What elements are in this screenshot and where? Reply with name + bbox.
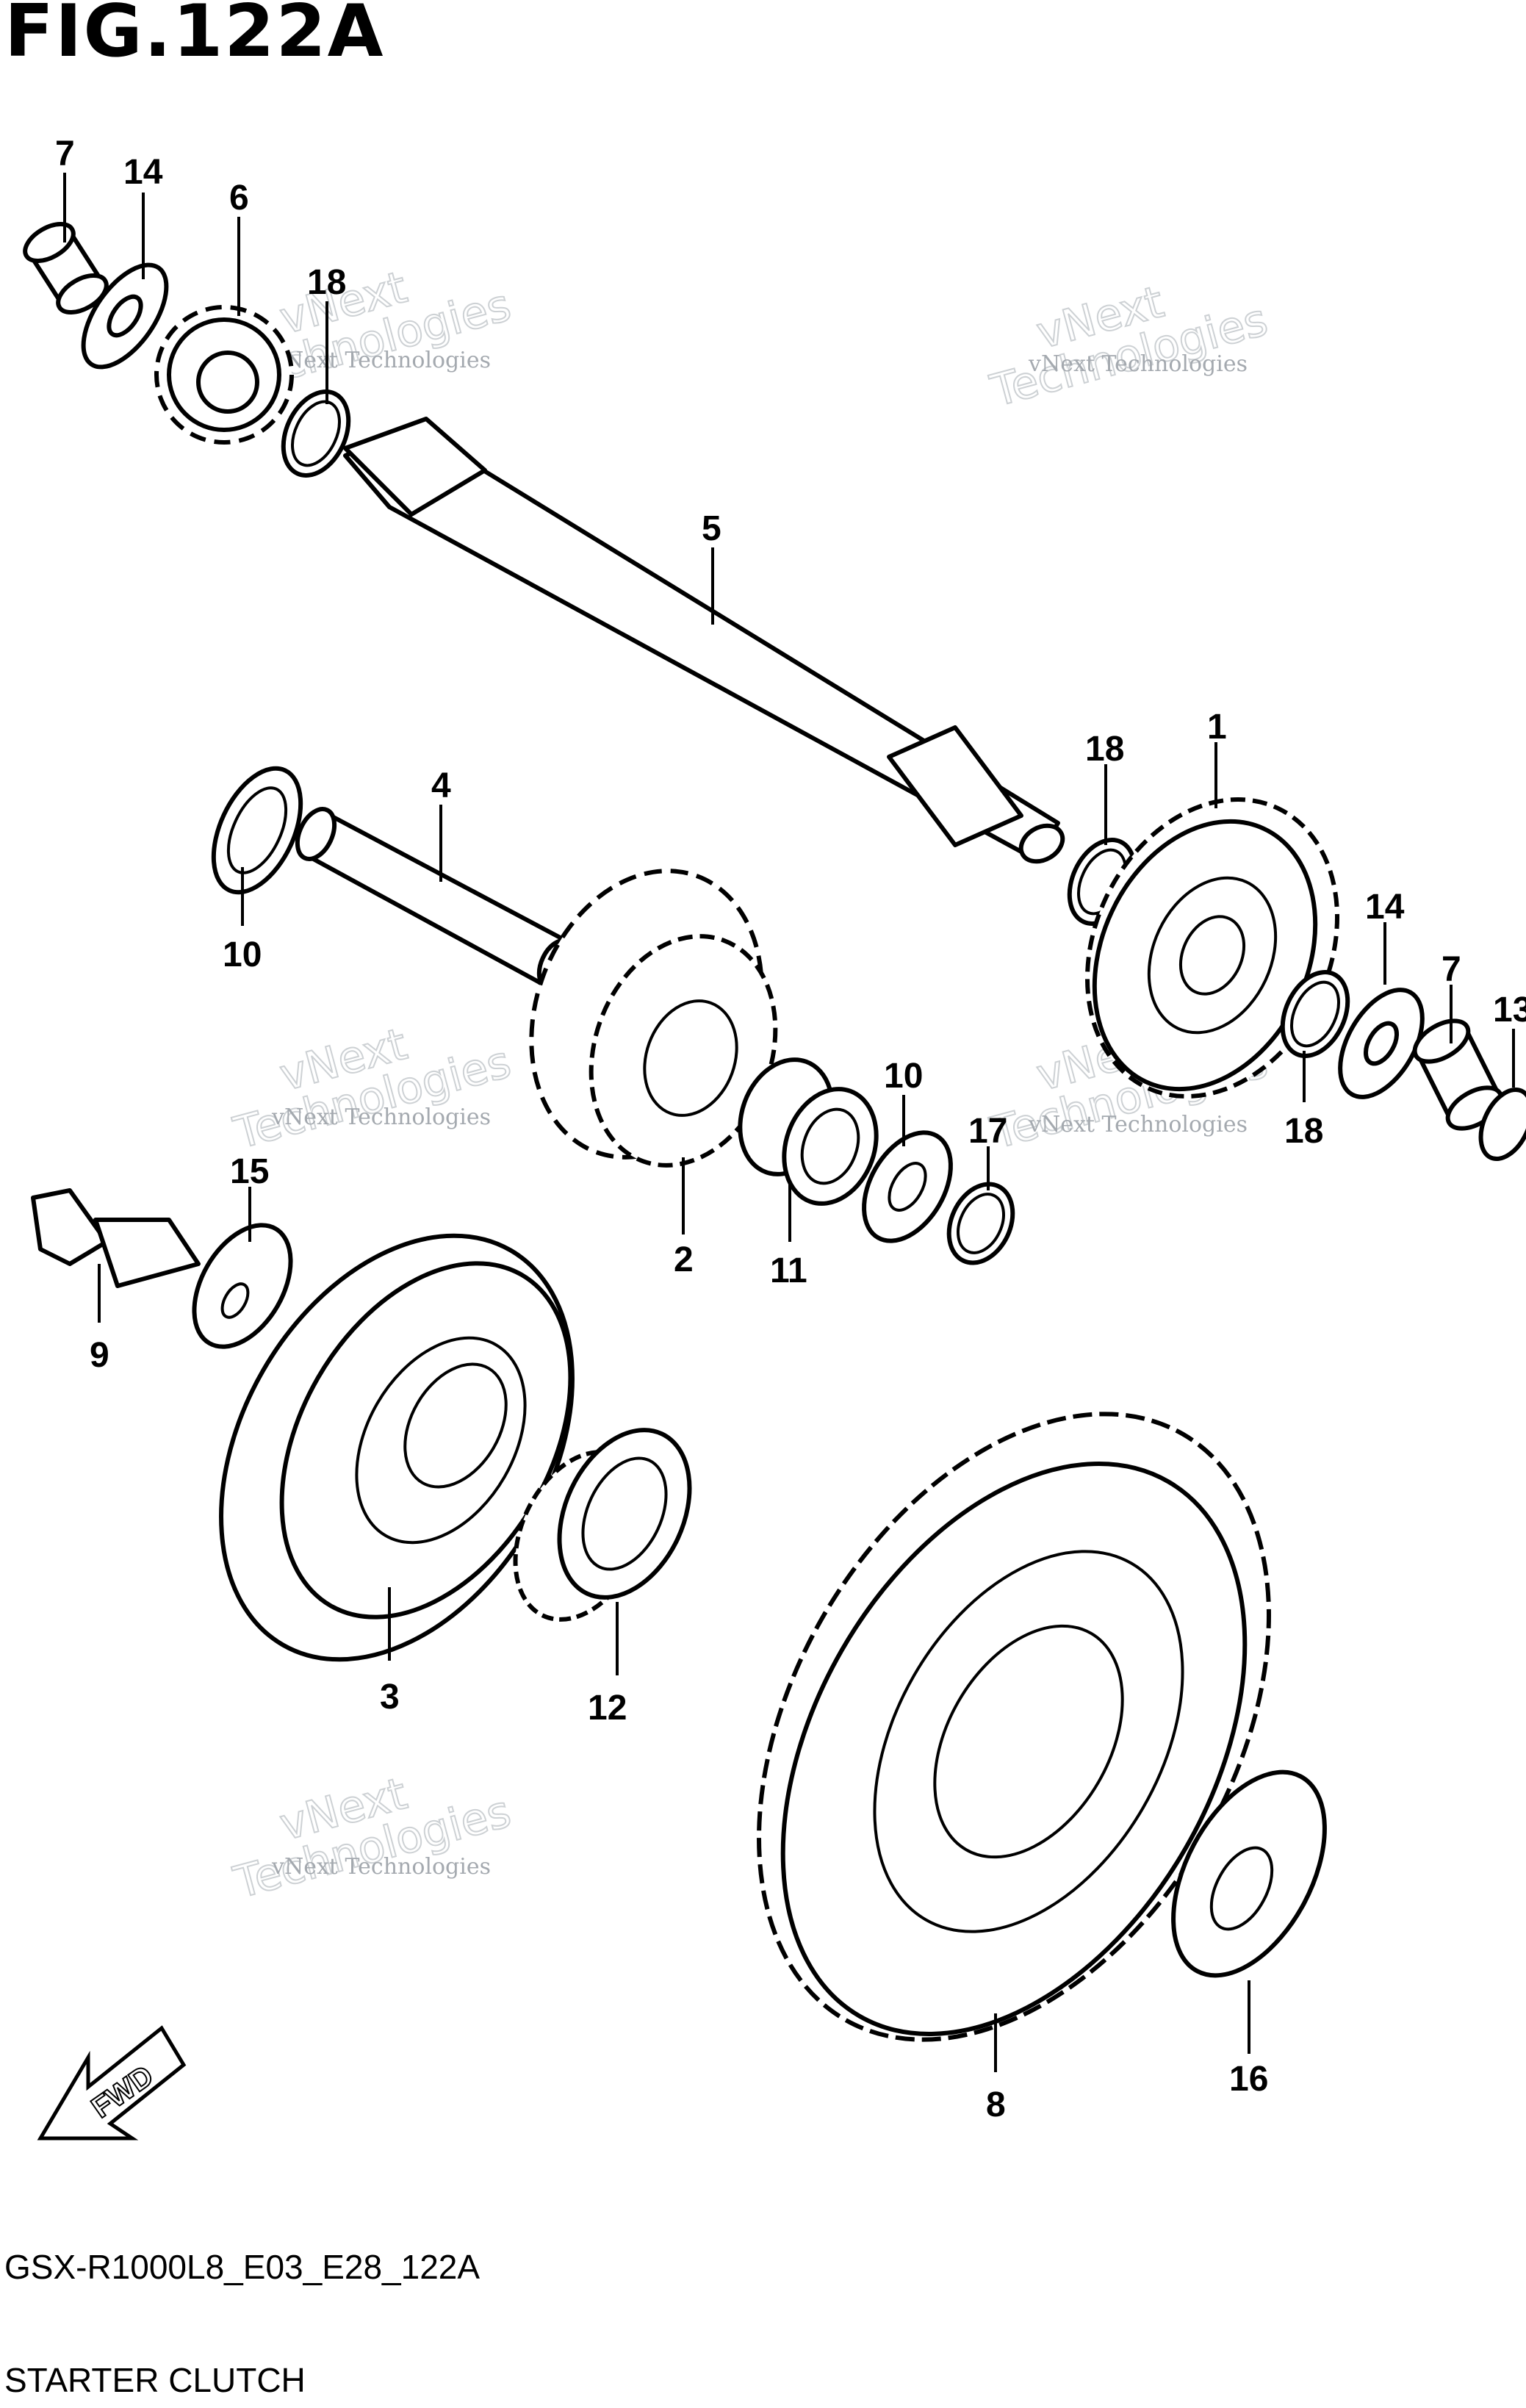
callout-18-right: 18 xyxy=(1284,1112,1323,1151)
svg-text:vNext Technologies: vNext Technologies xyxy=(271,348,491,373)
callout-11: 11 xyxy=(770,1251,807,1290)
part-13-ring xyxy=(1478,1087,1526,1162)
part-5-shaft xyxy=(343,417,1065,864)
callout-labels: 7 14 6 18 5 4 10 18 1 14 7 13 18 15 9 2 … xyxy=(55,134,1526,2124)
part-12-needle-bearing xyxy=(513,1428,692,1622)
callout-10-lower: 10 xyxy=(884,1057,923,1096)
callout-18-middle: 18 xyxy=(1085,730,1124,769)
callout-14-left: 14 xyxy=(123,153,163,192)
leader-lines xyxy=(63,173,1515,2072)
callout-1: 1 xyxy=(1207,708,1227,747)
callout-16: 16 xyxy=(1229,2060,1268,2099)
part-8-large-gear xyxy=(757,1412,1271,2042)
callout-3: 3 xyxy=(380,1678,400,1717)
diagram-caption: STARTER CLUTCH xyxy=(4,2361,306,2399)
callout-4: 4 xyxy=(431,766,451,805)
fwd-arrow-icon: FWD xyxy=(37,2025,187,2141)
svg-text:vNext Technologies: vNext Technologies xyxy=(1028,1112,1248,1137)
part-7-bushing-left xyxy=(23,222,109,315)
callout-10-upper: 10 xyxy=(223,935,262,974)
part-3-starter-clutch xyxy=(219,1233,575,1662)
callout-7-left: 7 xyxy=(55,134,75,173)
part-10-washer-upper xyxy=(211,766,303,895)
callout-8: 8 xyxy=(986,2085,1006,2124)
callout-9: 9 xyxy=(90,1336,109,1375)
figure-title: FIG.122A xyxy=(4,0,385,73)
callout-18-upper: 18 xyxy=(307,263,346,302)
callout-6: 6 xyxy=(229,179,249,218)
part-16-washer xyxy=(1171,1769,1327,1978)
callout-14-right: 14 xyxy=(1365,888,1405,927)
diagram-code: GSX-R1000L8_E03_E28_122A xyxy=(4,2248,481,2286)
part-18-circlip-upper xyxy=(281,389,351,478)
part-9-bolt xyxy=(31,1188,201,1288)
callout-17: 17 xyxy=(968,1112,1007,1151)
part-10-washer-lower xyxy=(862,1130,953,1243)
svg-text:vNext Technologies: vNext Technologies xyxy=(1028,351,1248,377)
part-6-small-gear xyxy=(154,305,294,445)
callout-2: 2 xyxy=(674,1240,694,1279)
callout-12: 12 xyxy=(588,1689,627,1728)
callout-13: 13 xyxy=(1493,991,1526,1029)
part-11-needle-bearing xyxy=(738,1057,879,1206)
part-18-circlip-right xyxy=(1280,970,1350,1058)
callout-15: 15 xyxy=(230,1152,269,1191)
part-15-washer xyxy=(192,1223,293,1349)
part-2-double-gear xyxy=(529,869,778,1168)
part-17-circlip xyxy=(946,1182,1015,1265)
callout-5: 5 xyxy=(702,509,721,548)
part-14-washer-right xyxy=(1338,988,1425,1099)
part-1-gear xyxy=(1084,797,1340,1099)
part-14-washer-left xyxy=(81,262,169,370)
svg-text:vNext Technologies: vNext Technologies xyxy=(271,1854,491,1880)
part-4-pin xyxy=(295,807,576,990)
callout-7-right: 7 xyxy=(1442,950,1461,989)
svg-text:vNext Technologies: vNext Technologies xyxy=(271,1104,491,1130)
